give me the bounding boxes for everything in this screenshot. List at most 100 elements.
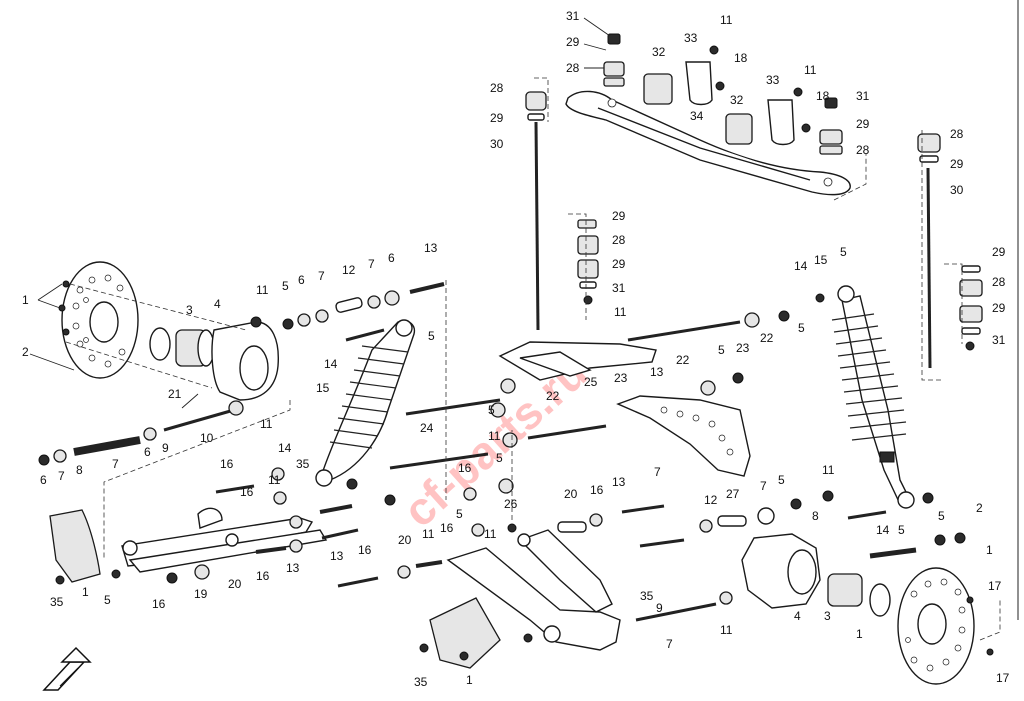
callout: 5: [488, 403, 495, 417]
callout: 16: [590, 483, 604, 497]
callout: 11: [256, 283, 269, 297]
callout: 5: [496, 451, 503, 465]
left-brake-disc: [58, 261, 139, 379]
callout: 1: [856, 627, 863, 641]
center-mud-guard: [429, 597, 501, 669]
callout: 5: [282, 279, 289, 293]
callout: 31: [612, 281, 626, 295]
callout: 5: [718, 343, 725, 357]
callout: 9: [162, 441, 169, 455]
callout: 30: [490, 137, 504, 151]
center-lower-arm: [446, 529, 621, 651]
callout: 16: [256, 569, 270, 583]
callout: 14: [876, 523, 890, 537]
callout: 11: [804, 63, 817, 77]
callout: 4: [214, 297, 221, 311]
right-center-hardware: [557, 310, 966, 622]
callout: 15: [316, 381, 330, 395]
callout: 22: [760, 331, 774, 345]
callout: 7: [58, 469, 65, 483]
callout: 13: [424, 241, 438, 255]
callout: 19: [194, 587, 208, 601]
upper-a-arm: [498, 320, 741, 394]
assembly-guide-lines: [65, 77, 1001, 641]
callout: 4: [794, 609, 801, 623]
callout: 29: [856, 117, 870, 131]
callout: 18: [734, 51, 748, 65]
callout: 31: [992, 333, 1006, 347]
callout: 16: [220, 457, 234, 471]
callout: 16: [358, 543, 372, 557]
callout: 6: [40, 473, 47, 487]
callout: 16: [152, 597, 166, 611]
callout: 29: [490, 111, 504, 125]
callout: 35: [296, 457, 310, 471]
callout: 20: [228, 577, 242, 591]
callout: 11: [268, 473, 281, 487]
callout: 25: [584, 375, 598, 389]
callout: 14: [324, 357, 338, 371]
callout: 1: [986, 543, 993, 557]
right-shock-absorber: [815, 285, 915, 509]
callout: 29: [612, 209, 626, 223]
callout: 11: [822, 463, 835, 477]
callout: 30: [950, 183, 964, 197]
callout: 6: [298, 273, 305, 287]
callout: 16: [240, 485, 254, 499]
callout: 20: [398, 533, 412, 547]
callout: 14: [794, 259, 808, 273]
callout: 5: [456, 507, 463, 521]
callout: 5: [938, 509, 945, 523]
rod-21: [389, 452, 489, 470]
callout: 23: [736, 341, 750, 355]
callout: 7: [318, 269, 325, 283]
callout: 32: [652, 45, 666, 59]
left-center-hardware: [55, 402, 533, 661]
callout: 9: [656, 601, 663, 615]
callout: 31: [856, 89, 870, 103]
callout: 13: [612, 475, 626, 489]
callout: 5: [778, 473, 785, 487]
callout: 29: [950, 157, 964, 171]
callout: 26: [504, 497, 518, 511]
callout: 28: [950, 127, 964, 141]
callout: 28: [856, 143, 870, 157]
left-shock-absorber: [315, 319, 416, 487]
callout: 17: [988, 579, 1002, 593]
callout: 13: [650, 365, 664, 379]
callout: 5: [104, 593, 111, 607]
callout: 28: [566, 61, 580, 75]
callout: 27: [726, 487, 740, 501]
callout: 10: [200, 431, 214, 445]
callout: 21: [168, 387, 182, 401]
callout: 12: [704, 493, 718, 507]
left-mud-guard: [49, 509, 101, 583]
callout: 6: [144, 445, 151, 459]
callout: 11: [488, 429, 501, 443]
callout: 35: [414, 675, 428, 689]
callout: 7: [368, 257, 375, 271]
callout: 33: [766, 73, 780, 87]
callout: 35: [50, 595, 64, 609]
leader-lines: [29, 17, 611, 409]
callout: 28: [490, 81, 504, 95]
left-link-rod: [525, 91, 599, 331]
callout: 16: [458, 461, 472, 475]
callout: 1: [466, 673, 473, 687]
callout: 20: [564, 487, 578, 501]
callout: 24: [420, 421, 434, 435]
callout: 22: [676, 353, 690, 367]
callout: 28: [612, 233, 626, 247]
callout-labels: 31 29 28 11 33 18 32 34 28 29 30 11 18 3…: [22, 9, 1010, 689]
callout: 7: [112, 457, 119, 471]
callout: 1: [22, 293, 29, 307]
callout: 11: [720, 13, 733, 27]
callout: 32: [730, 93, 744, 107]
callout: 12: [342, 263, 356, 277]
callout: 7: [654, 465, 661, 479]
callout: 11: [720, 623, 733, 637]
callout: 33: [684, 31, 698, 45]
left-hub: [149, 316, 279, 401]
front-direction-arrow-icon: [42, 646, 92, 691]
